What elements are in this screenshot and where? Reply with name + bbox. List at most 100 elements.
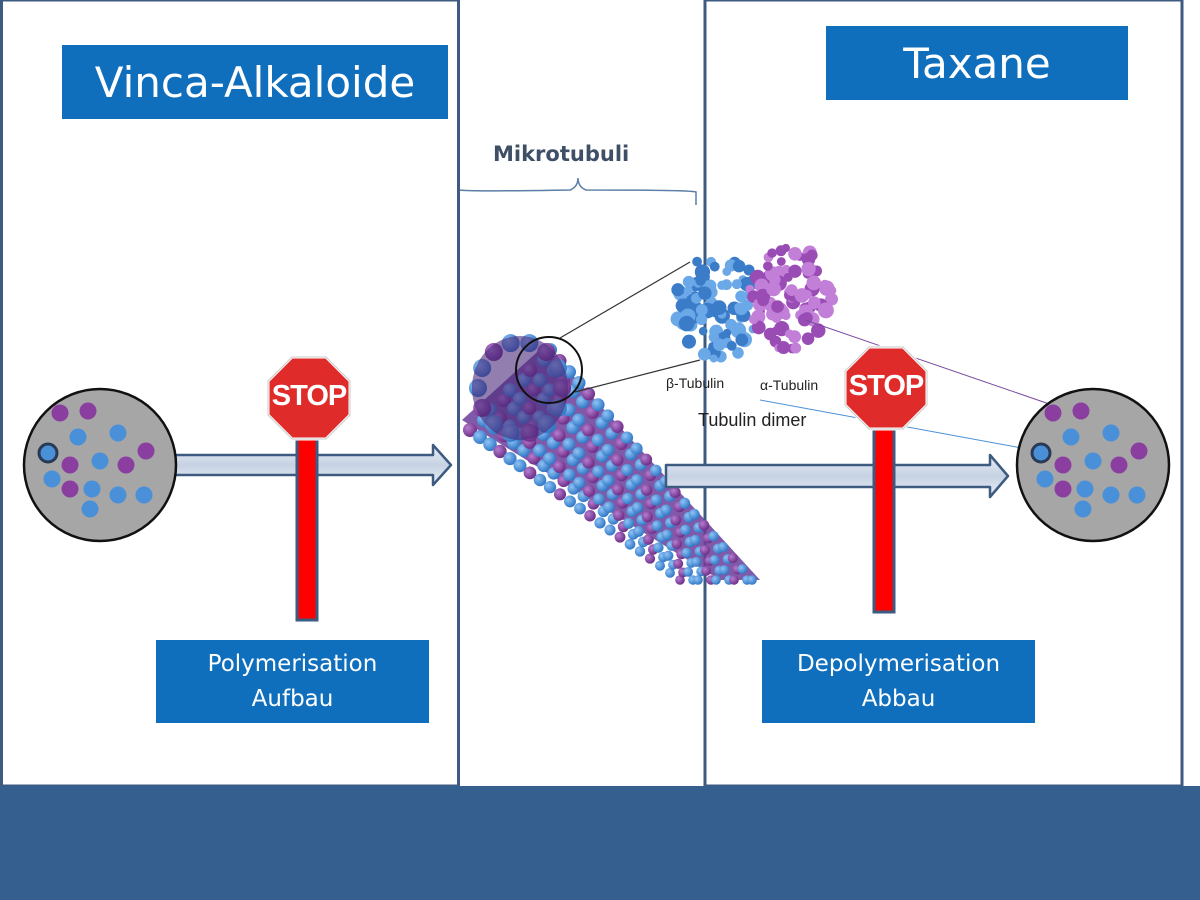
microtubule-bead (640, 453, 653, 466)
depolymerisation-label-box: Depolymerisation Abbau (762, 640, 1035, 723)
tubulin-subunit (734, 302, 744, 312)
microtubule-bracket (459, 177, 697, 205)
microtubule-bead (594, 517, 606, 529)
microtubule-bead (665, 567, 675, 578)
tubulin-subunit (786, 329, 795, 339)
tubulin-monomer (1110, 456, 1128, 474)
microtubule-bead (543, 452, 556, 465)
microtubule-bead (612, 483, 624, 496)
microtubule-bead (533, 473, 547, 487)
tubulin-subunit (806, 275, 822, 291)
microtubule-bead (581, 387, 596, 401)
tubulin-subunit (735, 333, 749, 347)
tubulin-monomer (1062, 428, 1080, 446)
tubulin-monomer (137, 442, 155, 460)
microtubule-bead (671, 538, 682, 550)
microtubule-bead (634, 546, 646, 557)
microtubule-bead (661, 529, 673, 541)
tubulin-pool-icon (22, 387, 178, 543)
microtubule-bead (604, 524, 616, 536)
tubulin-monomer (61, 456, 79, 474)
microtubule-bead (653, 542, 664, 553)
stop-sign-text: STOP (271, 380, 347, 412)
microtubule-bead (572, 413, 586, 427)
tubulin-subunit (751, 320, 766, 335)
tubulin-subunit (776, 257, 786, 266)
tubulin-monomer (1030, 442, 1052, 464)
microtubule-bead (483, 437, 497, 452)
tubulin-subunit (671, 283, 685, 297)
microtubule-bead (611, 453, 624, 467)
tubulin-subunit (732, 259, 746, 273)
tubulin-monomer (1074, 500, 1092, 518)
microtubule-bead (670, 514, 682, 526)
tubulin-subunit (806, 249, 818, 261)
microtubule-bead (603, 501, 615, 513)
tubulin-monomer (43, 470, 61, 488)
microtubule-bead (649, 464, 662, 477)
vinca-alkaloide-title: Vinca-Alkaloide (62, 45, 448, 119)
microtubule-bead (623, 517, 635, 529)
microtubule-bead (669, 486, 681, 499)
microtubule-bead (463, 423, 477, 437)
tubulin-monomer (1102, 424, 1120, 442)
microtubule-bead (693, 575, 703, 585)
microtubule-bead (698, 519, 710, 531)
microtubule-bead (523, 466, 537, 480)
tubulin-monomer (1054, 480, 1072, 498)
tubulin-subunit (709, 354, 718, 363)
microtubule-bead (564, 495, 576, 508)
footer-bar (0, 786, 1200, 900)
tubulin-subunit (768, 273, 781, 286)
tubulin-subunit (808, 296, 821, 310)
microtubule-bead (679, 497, 691, 509)
microtubule-bead (729, 575, 739, 585)
tubulin-monomer (1102, 486, 1120, 504)
taxane-title: Taxane (826, 26, 1128, 100)
microtubule-bead (689, 534, 701, 546)
microtubule-bead (572, 447, 585, 460)
tubulin-subunit (678, 315, 695, 332)
tubulin-subunit (771, 326, 781, 336)
microtubule-bead (613, 509, 625, 521)
tubulin-subunit (820, 279, 830, 289)
microtubule-bead (711, 575, 721, 585)
microtubule-bead (701, 566, 712, 576)
microtubule-bead (591, 433, 605, 447)
depolymerisation-label: Depolymerisation (796, 650, 1001, 677)
alpha-tubulin-label: α-Tubulin (760, 377, 819, 393)
microtubule-bead (633, 526, 644, 537)
abbau-label: Abbau (861, 685, 936, 712)
microtubule-bead (611, 420, 624, 433)
microtubule-bead (675, 575, 685, 585)
microtubule-bead (533, 444, 546, 457)
tubulin-monomer (69, 428, 87, 446)
tubulin-monomer (1076, 480, 1094, 498)
tubulin-monomer (81, 500, 99, 518)
microtubule-bead (553, 488, 567, 501)
dimer-to-pool-line (804, 319, 1091, 419)
microtubule-bead (593, 493, 605, 505)
microtubule-bead (718, 542, 729, 553)
tubulin-monomer (135, 486, 153, 504)
tubulin-subunit (731, 279, 742, 290)
tubulin-subunit (790, 342, 802, 354)
microtubule-bead (574, 502, 586, 515)
tubulin-dimer-illustration (670, 243, 839, 363)
tubulin-monomer (1130, 442, 1148, 460)
tubulin-dimer-label: Tubulin dimer (698, 410, 807, 430)
microtubule-bead (650, 494, 662, 506)
beta-tubulin-label: β-Tubulin (666, 375, 725, 391)
microtubule-bead (681, 547, 692, 558)
aufbau-label: Aufbau (251, 685, 334, 712)
tubulin-monomer (1036, 470, 1054, 488)
polymerisation-label-box: Polymerisation Aufbau (156, 640, 429, 723)
tubulin-subunit (763, 261, 773, 271)
microtubule-bead (591, 398, 605, 412)
tubulin-monomer (51, 404, 69, 422)
microtubule-bead (503, 451, 517, 466)
microtubule-bead (582, 456, 595, 469)
tubulin-subunit (695, 304, 708, 316)
microtubule-bead (553, 460, 566, 473)
